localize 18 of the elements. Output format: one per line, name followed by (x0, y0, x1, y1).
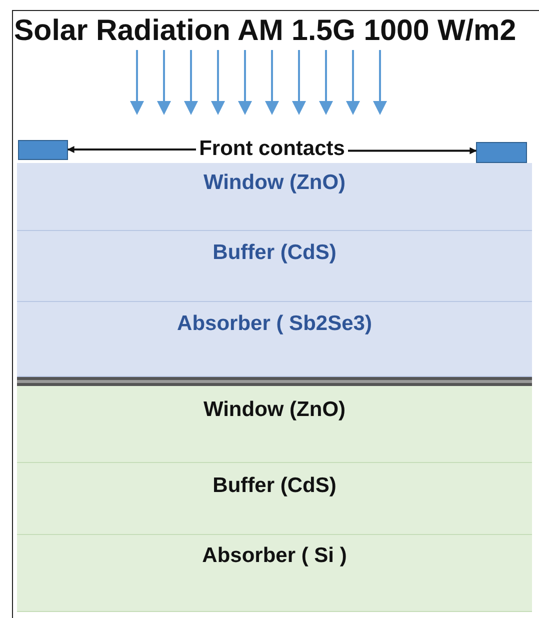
layer-band (17, 535, 532, 612)
contact-pad (18, 140, 68, 160)
layer-band (17, 302, 532, 377)
layer-band (17, 463, 532, 535)
layer-label: Absorber ( Sb2Se3) (177, 312, 372, 336)
contact-label: Front contacts (199, 137, 345, 161)
layer-band (17, 163, 532, 231)
layer-label: Window (ZnO) (203, 171, 346, 195)
layer-label: Window (ZnO) (203, 398, 346, 422)
arrow (348, 147, 477, 154)
layer-label: Buffer (CdS) (212, 241, 336, 265)
arrow (67, 146, 196, 153)
contact-pad (476, 142, 527, 163)
layer-label: Absorber ( Si ) (202, 544, 347, 568)
layer-band (17, 231, 532, 302)
layer-label: Buffer (CdS) (212, 474, 336, 498)
layer-band (17, 386, 532, 463)
diagram-title: Solar Radiation AM 1.5G 1000 W/m2 (14, 14, 518, 48)
